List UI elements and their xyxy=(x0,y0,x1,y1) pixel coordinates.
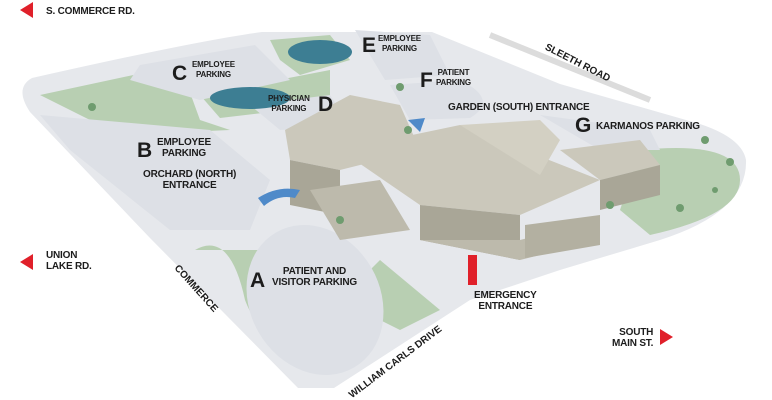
lot-d-letter[interactable]: D xyxy=(318,93,334,116)
label-line: PARKING xyxy=(161,148,206,159)
emergency-entrance-marker xyxy=(468,255,477,285)
lot-c-letter[interactable]: C xyxy=(172,62,188,85)
label-line: PHYSICIAN xyxy=(268,94,310,103)
label-line: SOUTH xyxy=(619,327,654,338)
label-line: ORCHARD (NORTH) xyxy=(143,169,237,180)
garden-entrance-canopy xyxy=(408,118,425,132)
label-line: EMERGENCY xyxy=(474,290,537,301)
arrow-left-icon xyxy=(20,2,33,18)
pond xyxy=(210,87,290,109)
label-line: PARKING xyxy=(195,70,231,79)
lot-e-letter[interactable]: E xyxy=(362,34,377,57)
lot-b xyxy=(40,115,270,230)
label-line: PARKING xyxy=(381,44,417,53)
label-line: EMPLOYEE xyxy=(378,34,421,43)
trees xyxy=(88,83,734,224)
sleeth-road-line xyxy=(488,32,652,103)
s-commerce-rd-label: S. COMMERCE RD. xyxy=(46,6,135,17)
lot-f xyxy=(390,80,483,120)
label-line: ENTRANCE xyxy=(162,180,217,191)
label-line: PATIENT xyxy=(437,68,470,77)
lot-a xyxy=(246,225,384,375)
lot-e xyxy=(355,30,450,80)
label-line: ENTRANCE xyxy=(478,301,533,312)
label-line: LAKE RD. xyxy=(46,261,92,272)
lot-b-letter[interactable]: B xyxy=(137,139,153,162)
lot-f-letter[interactable]: F xyxy=(420,69,433,92)
label-line: EMPLOYEE xyxy=(192,60,235,69)
label-line: PARKING xyxy=(436,78,471,87)
orchard-entrance-canopy xyxy=(258,188,300,206)
lot-g-label[interactable]: KARMANOS PARKING xyxy=(596,121,700,132)
arrow-left-icon xyxy=(20,254,33,270)
orchard-entrance-label[interactable]: ORCHARD (NORTH)ENTRANCE xyxy=(143,169,236,191)
label-line: VISITOR PARKING xyxy=(272,277,357,288)
label-line: EMPLOYEE xyxy=(157,137,211,148)
lot-c xyxy=(130,45,290,100)
lot-g-letter[interactable]: G xyxy=(575,114,592,137)
label-line: PATIENT AND xyxy=(282,266,347,277)
garden-entrance-label[interactable]: GARDEN (SOUTH) ENTRANCE xyxy=(448,102,590,113)
label-line: UNION xyxy=(46,250,78,261)
pond xyxy=(288,40,352,64)
arrow-right-icon xyxy=(660,329,673,345)
hospital-buildings xyxy=(285,95,660,260)
label-line: MAIN ST. xyxy=(612,338,654,349)
lot-a-letter[interactable]: A xyxy=(250,269,266,292)
label-line: PARKING xyxy=(271,104,307,113)
